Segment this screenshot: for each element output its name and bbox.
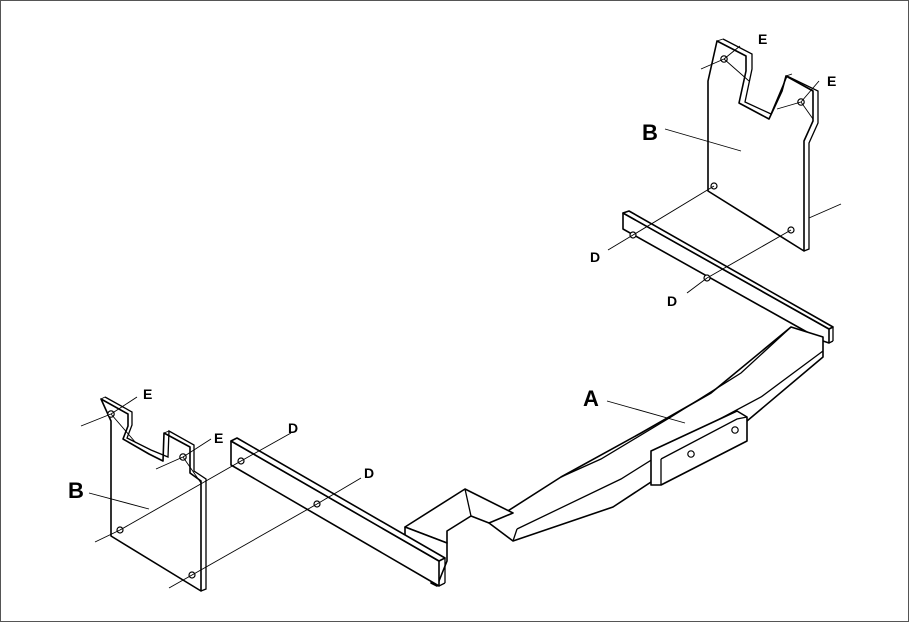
label-e-4: E: [214, 430, 223, 446]
part-labels: A B B D D D D E E E E: [68, 31, 836, 503]
label-d-1: D: [590, 249, 600, 265]
bolt-lines: [119, 185, 792, 576]
label-d-3: D: [288, 420, 298, 436]
label-e-1: E: [758, 31, 767, 47]
label-e-2: E: [827, 73, 836, 89]
label-e-3: E: [143, 386, 152, 402]
bracket-b-left: [80, 396, 207, 592]
label-a: A: [583, 386, 599, 411]
bracket-b-right: [700, 38, 842, 252]
label-b-right: B: [642, 120, 658, 145]
label-d-4: D: [364, 465, 374, 481]
hitch-receiver-a: [230, 210, 834, 587]
label-b-left: B: [68, 478, 84, 503]
leader-lines: [88, 45, 820, 510]
label-d-2: D: [667, 293, 677, 309]
